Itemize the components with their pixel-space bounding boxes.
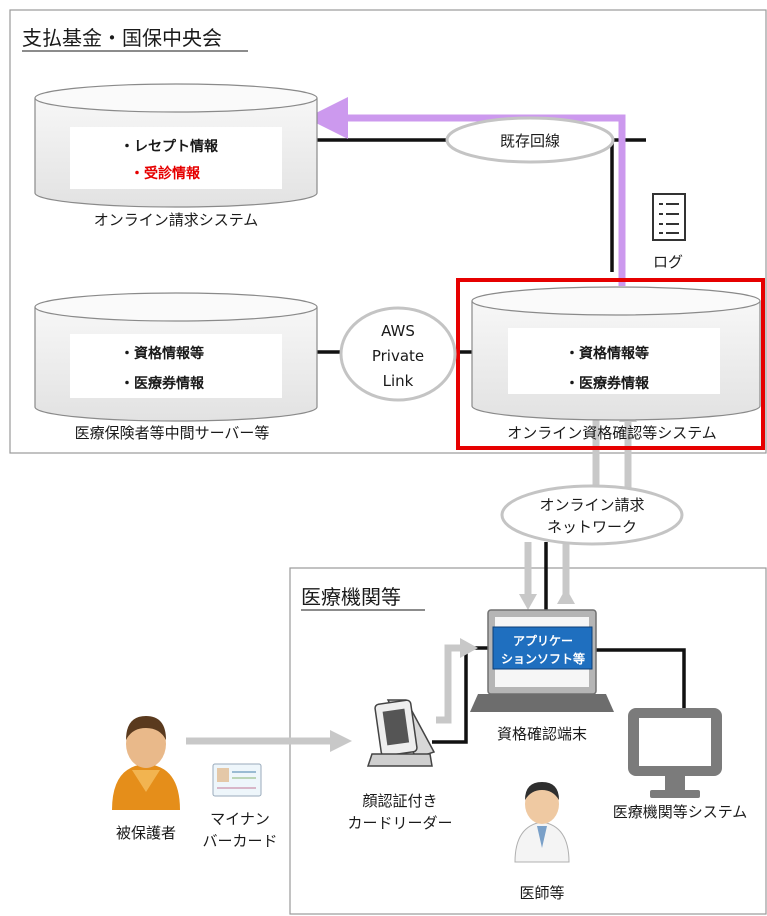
db-online-billing-line2: ・受診情報 xyxy=(130,165,201,182)
app-software-badge xyxy=(492,626,593,670)
highlight-frame xyxy=(456,278,765,450)
card-reader-line1: 顔認証付き xyxy=(362,792,437,810)
aws-line1: AWS xyxy=(381,322,415,340)
aws-private-link-label: AWS Private Link xyxy=(339,306,457,402)
db-intermediate-line2: ・医療券情報 xyxy=(120,375,205,392)
db-online-billing: ・レセプト情報 ・受診情報 オンライン請求システム xyxy=(34,83,318,229)
log-document-icon xyxy=(652,193,686,241)
monitor-icon xyxy=(628,708,722,798)
db-online-qualification: ・資格情報等 ・医療券情報 オンライン資格確認等システム xyxy=(456,278,765,450)
my-number-card-icon xyxy=(212,763,262,797)
doctor-icon xyxy=(514,782,570,863)
db-qualification-caption: オンライン資格確認等システム xyxy=(507,424,717,442)
terminal-caption: 資格確認端末 xyxy=(497,725,587,743)
face-card-reader-icon xyxy=(366,699,436,767)
log-transfer-arrow xyxy=(306,97,626,286)
top-region-title: 支払基金・国保中央会 xyxy=(22,26,222,50)
db-intermediate-caption: 医療保険者等中間サーバー等 xyxy=(75,424,270,442)
existing-line-label: 既存回線 xyxy=(445,116,615,164)
existing-line-text: 既存回線 xyxy=(500,132,560,150)
log-label: ログ xyxy=(653,253,683,271)
db-intermediate-server: ・資格情報等 ・医療券情報 医療保険者等中間サーバー等 xyxy=(34,292,318,442)
network-line1: オンライン請求 xyxy=(539,496,644,514)
top-region-box xyxy=(9,9,767,454)
aws-line3: Link xyxy=(383,372,414,390)
db-qualification-line2: ・医療券情報 xyxy=(565,375,650,392)
insured-person-caption: 被保護者 xyxy=(116,824,176,842)
app-software-line2: ションソフト等 xyxy=(501,651,585,666)
insured-person-icon xyxy=(112,716,180,810)
my-number-card-line1: マイナン xyxy=(210,810,270,828)
card-reader-line2: カードリーダー xyxy=(347,814,452,832)
network-label: オンライン請求 ネットワーク xyxy=(500,484,684,546)
app-software-line1: アプリケー xyxy=(513,633,573,648)
medical-system-caption: 医療機関等システム xyxy=(613,803,748,821)
gray-arrows xyxy=(186,408,632,745)
my-number-card-line2: バーカード xyxy=(202,832,277,850)
medical-region-title: 医療機関等 xyxy=(301,585,401,609)
db-qualification-line1: ・資格情報等 xyxy=(565,345,649,362)
doctor-caption: 医師等 xyxy=(519,884,564,902)
db-intermediate-line1: ・資格情報等 xyxy=(120,345,204,362)
db-online-billing-caption: オンライン請求システム xyxy=(94,211,259,229)
network-line2: ネットワーク xyxy=(547,518,637,536)
db-online-billing-line1: ・レセプト情報 xyxy=(120,138,219,155)
aws-line2: Private xyxy=(372,347,424,365)
